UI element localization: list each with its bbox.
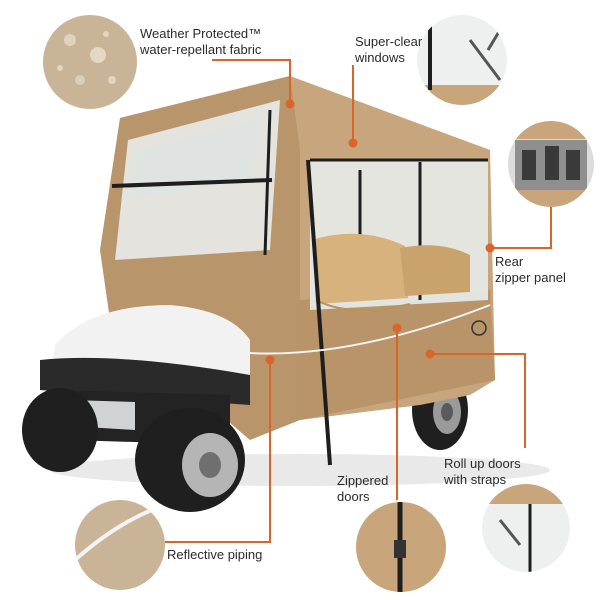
doors-callout-line2: doors [337, 489, 370, 504]
rollup-callout-line1: Roll up doors [444, 456, 521, 471]
zipper-detail-circle [356, 502, 446, 592]
fabric-callout: Weather Protected™ water-repellant fabri… [140, 26, 261, 58]
rollup-callout: Roll up doors with straps [444, 456, 521, 488]
fabric-detail-circle [43, 15, 137, 109]
rear-callout-line2: zipper panel [495, 270, 566, 285]
windows-callout: Super-clear windows [355, 34, 422, 66]
rollup-callout-line2: with straps [444, 472, 507, 487]
leader-lines [165, 59, 552, 543]
fabric-callout-line2: water-repellant fabric [140, 42, 262, 57]
front-right-wheel [135, 408, 245, 512]
windows-callout-line1: Super-clear [355, 34, 423, 49]
piping-callout-line1: Reflective piping [167, 547, 263, 562]
windows-detail-circle [417, 15, 507, 105]
piping-callout: Reflective piping [167, 547, 262, 563]
doors-callout: Zippered doors [337, 473, 388, 505]
rear-callout-line1: Rear [495, 254, 524, 269]
doors-callout-line1: Zippered [337, 473, 389, 488]
rear-panel-detail-circle [508, 121, 594, 207]
front-left-wheel [22, 388, 98, 472]
rollup-detail-circle [482, 484, 570, 572]
fabric-callout-line1: Weather Protected™ [140, 26, 262, 41]
piping-detail-circle [75, 500, 165, 590]
windows-callout-line2: windows [355, 50, 405, 65]
rear-callout: Rear zipper panel [495, 254, 566, 286]
